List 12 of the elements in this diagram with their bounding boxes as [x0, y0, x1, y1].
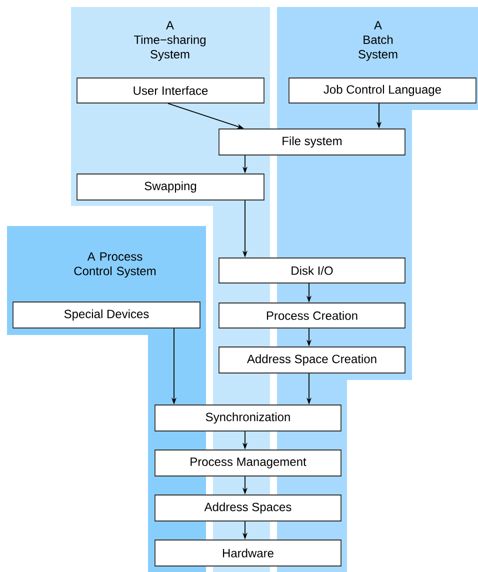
layer-box: Process Creation	[218, 302, 406, 328]
layer-box: Process Management	[154, 450, 342, 476]
layer-box: Disk I/O	[218, 258, 406, 284]
layer-box: User Interface	[76, 78, 264, 104]
layer-box: Hardware	[154, 540, 342, 566]
layer-box: Address Spaces	[154, 494, 342, 522]
layer-box: File system	[218, 128, 406, 156]
layer-box: Synchronization	[154, 404, 342, 432]
layer-box: Swapping	[76, 174, 264, 200]
layer-box: Address Space Creation	[218, 346, 406, 374]
layer-box: Job Control Language	[288, 78, 476, 104]
layer-box: Special Devices	[12, 302, 200, 328]
